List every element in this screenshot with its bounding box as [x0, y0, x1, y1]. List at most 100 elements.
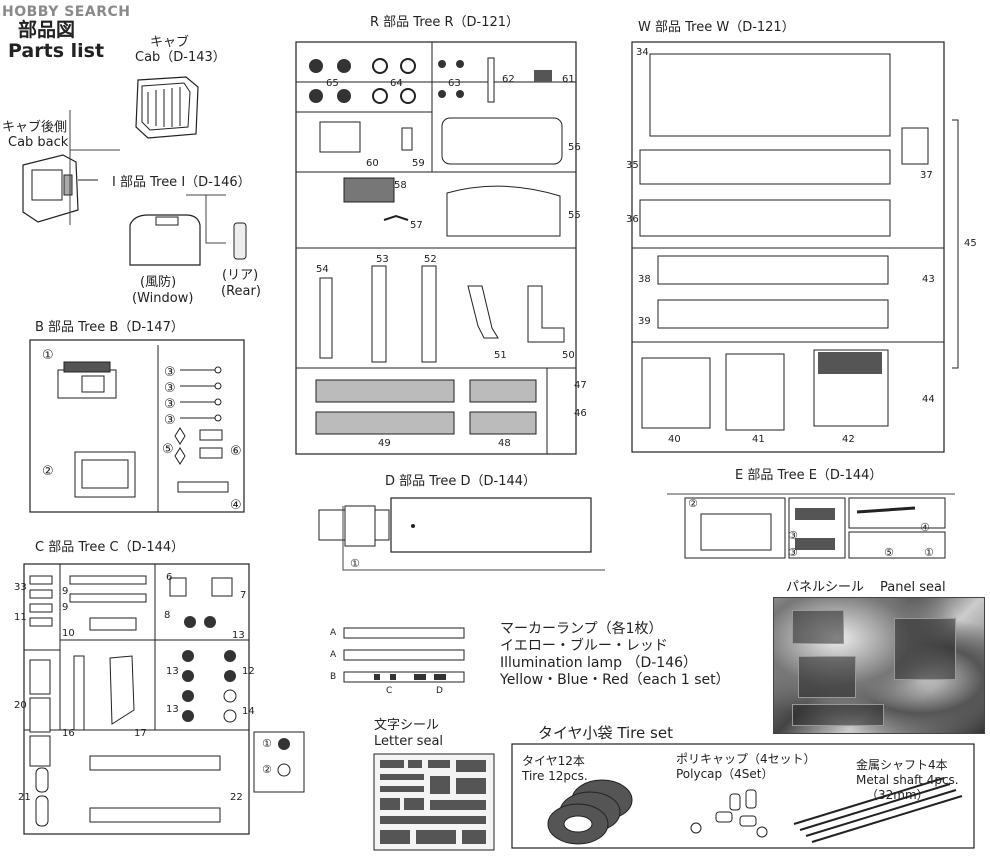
- tree-r-num-59: 59: [412, 158, 425, 169]
- letter-seal-image: [373, 753, 495, 851]
- tree-c-num-13c: 13: [166, 704, 179, 715]
- tree-w-num-40: 40: [668, 434, 681, 445]
- tree-r-num-55: 55: [568, 210, 581, 221]
- tree-e-num-2: ②: [688, 497, 698, 510]
- letter-seal-en: Letter seal: [374, 734, 444, 749]
- shaft-label-len: （32mm）: [866, 788, 929, 802]
- tree-d-title: D 部品 Tree D（D-144）: [385, 474, 537, 489]
- shaft-label-en: Metal shaft 4pcs.: [856, 773, 959, 787]
- tree-r-num-61: 61: [562, 74, 575, 85]
- tree-c-num-33: 33: [14, 582, 27, 593]
- tree-w-num-34: 34: [636, 47, 649, 58]
- tree-c-num-11: 11: [14, 612, 27, 623]
- tree-b-num-3b: ③: [164, 381, 176, 396]
- tree-w-num-35: 35: [626, 160, 639, 171]
- tree-d-drawing: [318, 497, 605, 571]
- tree-i-window-jp: (風防): [140, 275, 177, 290]
- tree-c-num-17: 17: [134, 728, 147, 739]
- tire-label-en: Tire 12pcs.: [522, 769, 588, 783]
- tree-e-num-1: ①: [924, 546, 934, 559]
- panel-seal-jp: パネルシール: [786, 580, 865, 595]
- tree-w-num-43: 43: [922, 274, 935, 285]
- tree-b-frame: [29, 339, 245, 513]
- tree-c-num-20: 20: [14, 700, 27, 711]
- lamp-letter-b: B: [330, 672, 337, 682]
- tree-b-num-3c: ③: [164, 397, 176, 412]
- tree-r-frame: [295, 41, 577, 455]
- tree-r-num-52: 52: [424, 254, 437, 265]
- tire-set-title: タイヤ小袋 Tire set: [538, 724, 673, 742]
- tree-c-num-22: 22: [230, 792, 243, 803]
- tree-c-num-7: 7: [240, 590, 247, 601]
- tree-e-drawing: [667, 493, 955, 559]
- tree-c-num-16: 16: [62, 728, 75, 739]
- panel-seal-image: [773, 597, 985, 734]
- tree-r-num-56: 56: [568, 142, 581, 153]
- page-title-en: Parts list: [8, 40, 105, 62]
- tree-w-num-37: 37: [920, 170, 933, 181]
- tree-r-num-57: 57: [410, 220, 423, 231]
- tree-r-num-58: 58: [394, 180, 407, 191]
- tree-c-num-9b: 9: [62, 602, 69, 613]
- lamp-line-4: Yellow・Blue・Red（each 1 set）: [500, 672, 730, 688]
- tree-e-num-4: ④: [920, 521, 930, 534]
- cab-back-label-jp: キャブ後側: [2, 120, 68, 135]
- cab-drawing: [135, 76, 199, 139]
- tree-w-num-41: 41: [752, 434, 765, 445]
- watermark-text: HOBBY SEARCH: [2, 4, 131, 20]
- tree-c-num-6: 6: [166, 572, 173, 583]
- tree-w-num-44: 44: [922, 394, 935, 405]
- tree-r-num-54: 54: [316, 264, 329, 275]
- tree-r-num-53: 53: [376, 254, 389, 265]
- tree-c-num-side-1: ①: [262, 737, 272, 750]
- lamp-line-2: イエロー・ブルー・レッド: [500, 638, 668, 654]
- tree-r-num-62: 62: [502, 74, 515, 85]
- tree-e-num-3b: ③: [788, 546, 798, 559]
- cab-label-jp: キャブ: [150, 35, 190, 50]
- cab-back-drawing: [22, 154, 98, 223]
- tree-i-window-en: (Window): [132, 291, 194, 306]
- tree-r-num-65: 65: [326, 78, 339, 89]
- lamp-letter-a2: A: [330, 650, 337, 660]
- letter-seal-jp: 文字シール: [374, 718, 440, 733]
- tree-e-title: E 部品 Tree E（D-144）: [735, 468, 883, 483]
- tree-e-num-3a: ③: [788, 529, 798, 542]
- tree-i-rear-jp: (リア): [222, 268, 259, 283]
- tree-r-num-51: 51: [494, 350, 507, 361]
- tree-w-title: W 部品 Tree W（D-121）: [638, 20, 795, 35]
- watermark-logo: HOBBY SEARCH: [2, 4, 130, 20]
- polycap-label-jp: ポリキャップ（4セット）: [676, 752, 816, 766]
- tree-r-num-63: 63: [448, 78, 461, 89]
- page-title-jp: 部品図: [18, 19, 76, 41]
- tree-b-num-4: ④: [230, 498, 242, 513]
- lamp-sprue-drawing: [343, 627, 465, 683]
- shaft-label-jp: 金属シャフト4本: [856, 758, 948, 772]
- tree-i-drawing: [129, 194, 247, 266]
- tree-c-num-side-2: ②: [262, 763, 272, 776]
- tree-w-frame: [631, 41, 959, 453]
- tree-c-side-frame: [253, 731, 305, 793]
- tree-r-num-47: 47: [574, 380, 587, 391]
- lamp-letter-a1: A: [330, 628, 337, 638]
- tree-w-num-42: 42: [842, 434, 855, 445]
- tree-c-num-13b: 13: [166, 666, 179, 677]
- tree-r-title: R 部品 Tree R（D-121）: [370, 15, 520, 30]
- tree-d-num-1: ①: [350, 557, 360, 570]
- tree-c-num-14: 14: [242, 706, 255, 717]
- tree-c-num-21: 21: [18, 792, 31, 803]
- tree-r-num-64: 64: [390, 78, 403, 89]
- tree-b-num-3d: ③: [164, 413, 176, 428]
- cab-sprue-lines: [69, 110, 120, 225]
- tree-c-num-9a: 9: [62, 586, 69, 597]
- tree-b-num-6: ⑥: [230, 444, 242, 459]
- tree-w-num-36: 36: [626, 214, 639, 225]
- tire-label-jp: タイヤ12本: [522, 754, 585, 768]
- tree-c-title: C 部品 Tree C（D-144）: [35, 540, 185, 555]
- tree-c-num-13a: 13: [232, 630, 245, 641]
- tree-i-title: I 部品 Tree I（D-146）: [112, 175, 251, 190]
- tree-i-rear-en: (Rear): [221, 284, 261, 299]
- tree-w-num-45: 45: [964, 238, 977, 249]
- tire-set-frame: [511, 743, 975, 849]
- tree-r-num-60: 60: [366, 158, 379, 169]
- tree-r-num-48: 48: [498, 438, 511, 449]
